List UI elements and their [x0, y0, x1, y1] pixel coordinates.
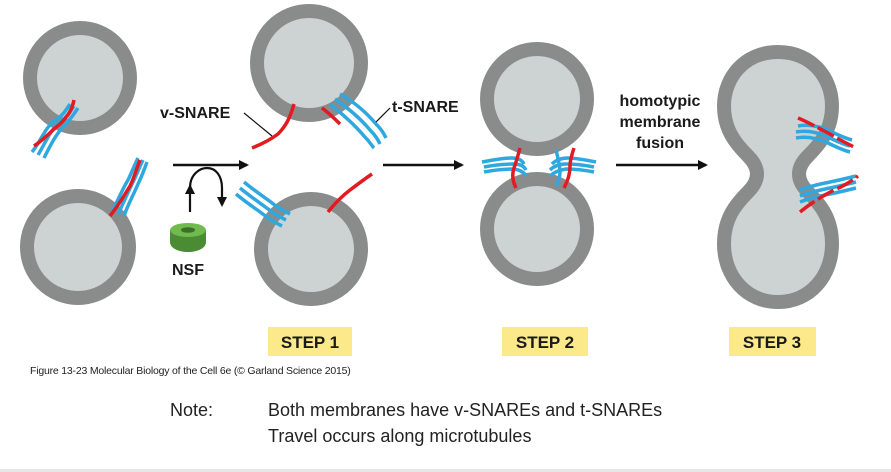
t-snare-label: t-SNARE — [392, 99, 459, 116]
vesicle-step2-top — [480, 42, 594, 156]
note-label: Note: — [170, 400, 214, 420]
nsf-label: NSF — [172, 262, 204, 279]
bottom-divider — [0, 469, 891, 472]
vesicle-step2-bottom — [480, 172, 594, 286]
v-snare-label: v-SNARE — [160, 105, 231, 122]
step-1-badge: STEP 1 — [268, 327, 352, 356]
t-snare-leader-line — [375, 107, 391, 123]
vesicle-bottom-left — [20, 189, 136, 305]
trans-snare-complex-right — [548, 147, 597, 189]
note-text: Both membranes have v-SNAREs and t-SNARE… — [268, 397, 662, 449]
step-1-label: STEP 1 — [281, 333, 339, 352]
cis-snare-complex-step3-bottom — [798, 174, 860, 214]
step-2-label: STEP 2 — [516, 333, 574, 352]
fusion-label-line-3: fusion — [636, 135, 684, 152]
v-snare-step1-bottom — [326, 172, 373, 214]
trans-snare-complex-left — [481, 147, 528, 189]
t-snare-step1-bottom — [234, 180, 291, 228]
note-line-1: Both membranes have v-SNAREs and t-SNARE… — [268, 400, 663, 420]
v-snare-leader-line — [243, 112, 273, 137]
fusion-label-line-2: membrane — [620, 114, 701, 131]
figure-caption: Figure 13-23 Molecular Biology of the Ce… — [30, 365, 351, 377]
fusion-label-line-1: homotypic — [620, 93, 701, 110]
note-line-2: Travel occurs along microtubules — [268, 426, 532, 446]
cis-snare-complex-bottom — [108, 157, 149, 218]
fused-compartment — [716, 44, 840, 310]
vesicle-step1-bottom — [254, 192, 368, 306]
nsf-icon — [170, 223, 206, 252]
step-3-label: STEP 3 — [743, 333, 801, 352]
step-3-badge: STEP 3 — [729, 327, 816, 356]
nsf-cycle-arrow — [185, 166, 227, 212]
cis-snare-complex-top — [30, 99, 80, 159]
cis-snare-complex-step3-top — [795, 116, 857, 154]
step-2-badge: STEP 2 — [502, 327, 588, 356]
v-snare-step1-top — [251, 103, 296, 150]
vesicle-step1-top — [250, 4, 368, 122]
vesicle-top-left — [23, 21, 137, 135]
t-snare-step1-top — [320, 92, 388, 150]
